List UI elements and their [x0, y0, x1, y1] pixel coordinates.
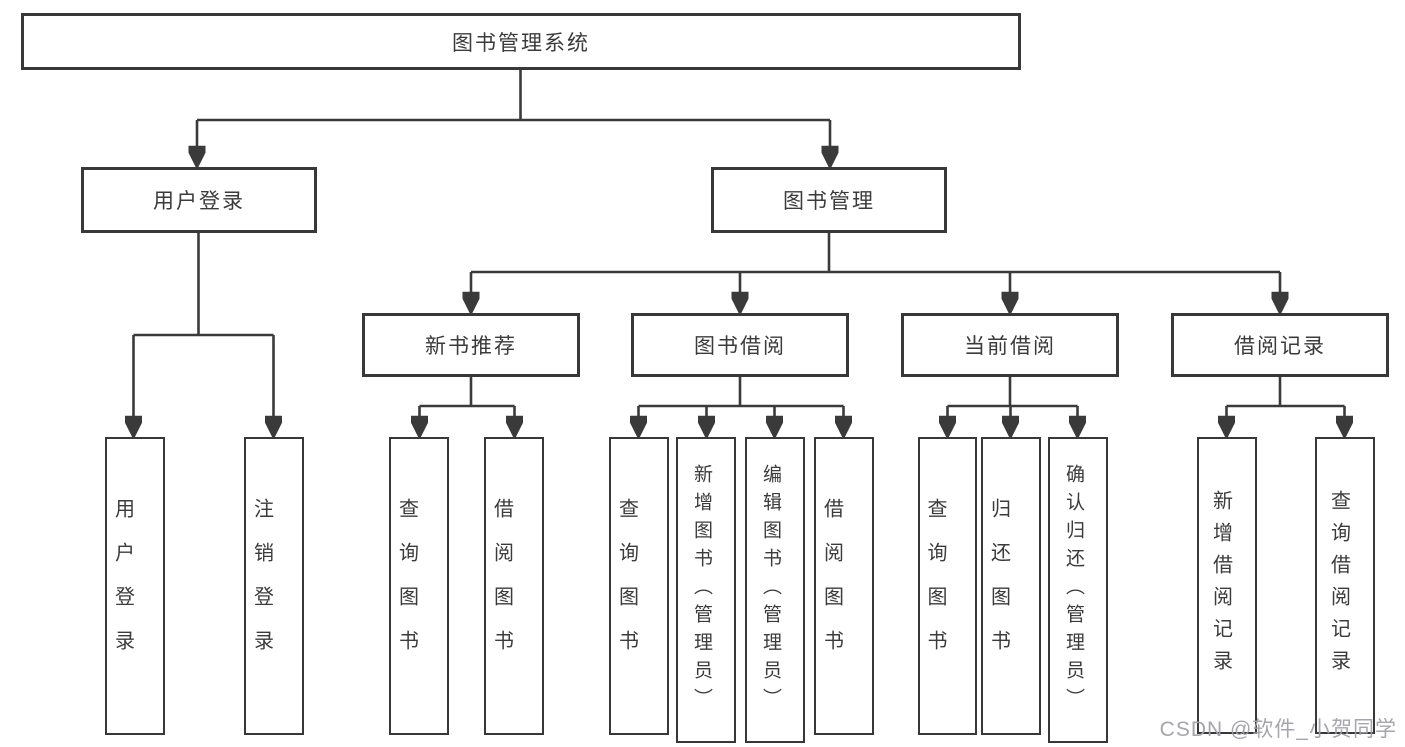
- leaf-add-book-admin: 新增图书（管理员）: [676, 437, 736, 743]
- leaf-borrow-book-recommend: 借阅图书: [484, 437, 544, 735]
- node-user-login: 用户登录: [81, 167, 317, 233]
- leaf-borrow-book: 借阅图书: [814, 437, 874, 735]
- watermark: CSDN @软件_小贺同学: [1159, 718, 1397, 741]
- node-new-book-recommend: 新书推荐: [362, 313, 580, 377]
- leaf-user-login: 用户登录: [105, 437, 165, 735]
- leaf-logout: 注销登录: [244, 437, 304, 735]
- leaf-query-borrow-record: 查询借阅记录: [1315, 437, 1375, 734]
- node-system-root: 图书管理系统: [21, 13, 1021, 70]
- leaf-query-book-borrow: 查询图书: [609, 437, 669, 735]
- leaf-add-borrow-record: 新增借阅记录: [1197, 437, 1257, 734]
- leaf-return-book: 归还图书: [981, 437, 1041, 735]
- node-borrow-records: 借阅记录: [1171, 313, 1389, 377]
- leaf-query-book-recommend: 查询图书: [389, 437, 449, 735]
- leaf-edit-book-admin: 编辑图书（管理员）: [745, 437, 805, 743]
- node-book-management: 图书管理: [711, 167, 947, 233]
- node-book-borrow: 图书借阅: [631, 313, 849, 377]
- node-current-borrow: 当前借阅: [901, 313, 1119, 377]
- leaf-confirm-return-admin: 确认归还（管理员）: [1048, 437, 1108, 743]
- leaf-query-book-current: 查询图书: [918, 437, 977, 735]
